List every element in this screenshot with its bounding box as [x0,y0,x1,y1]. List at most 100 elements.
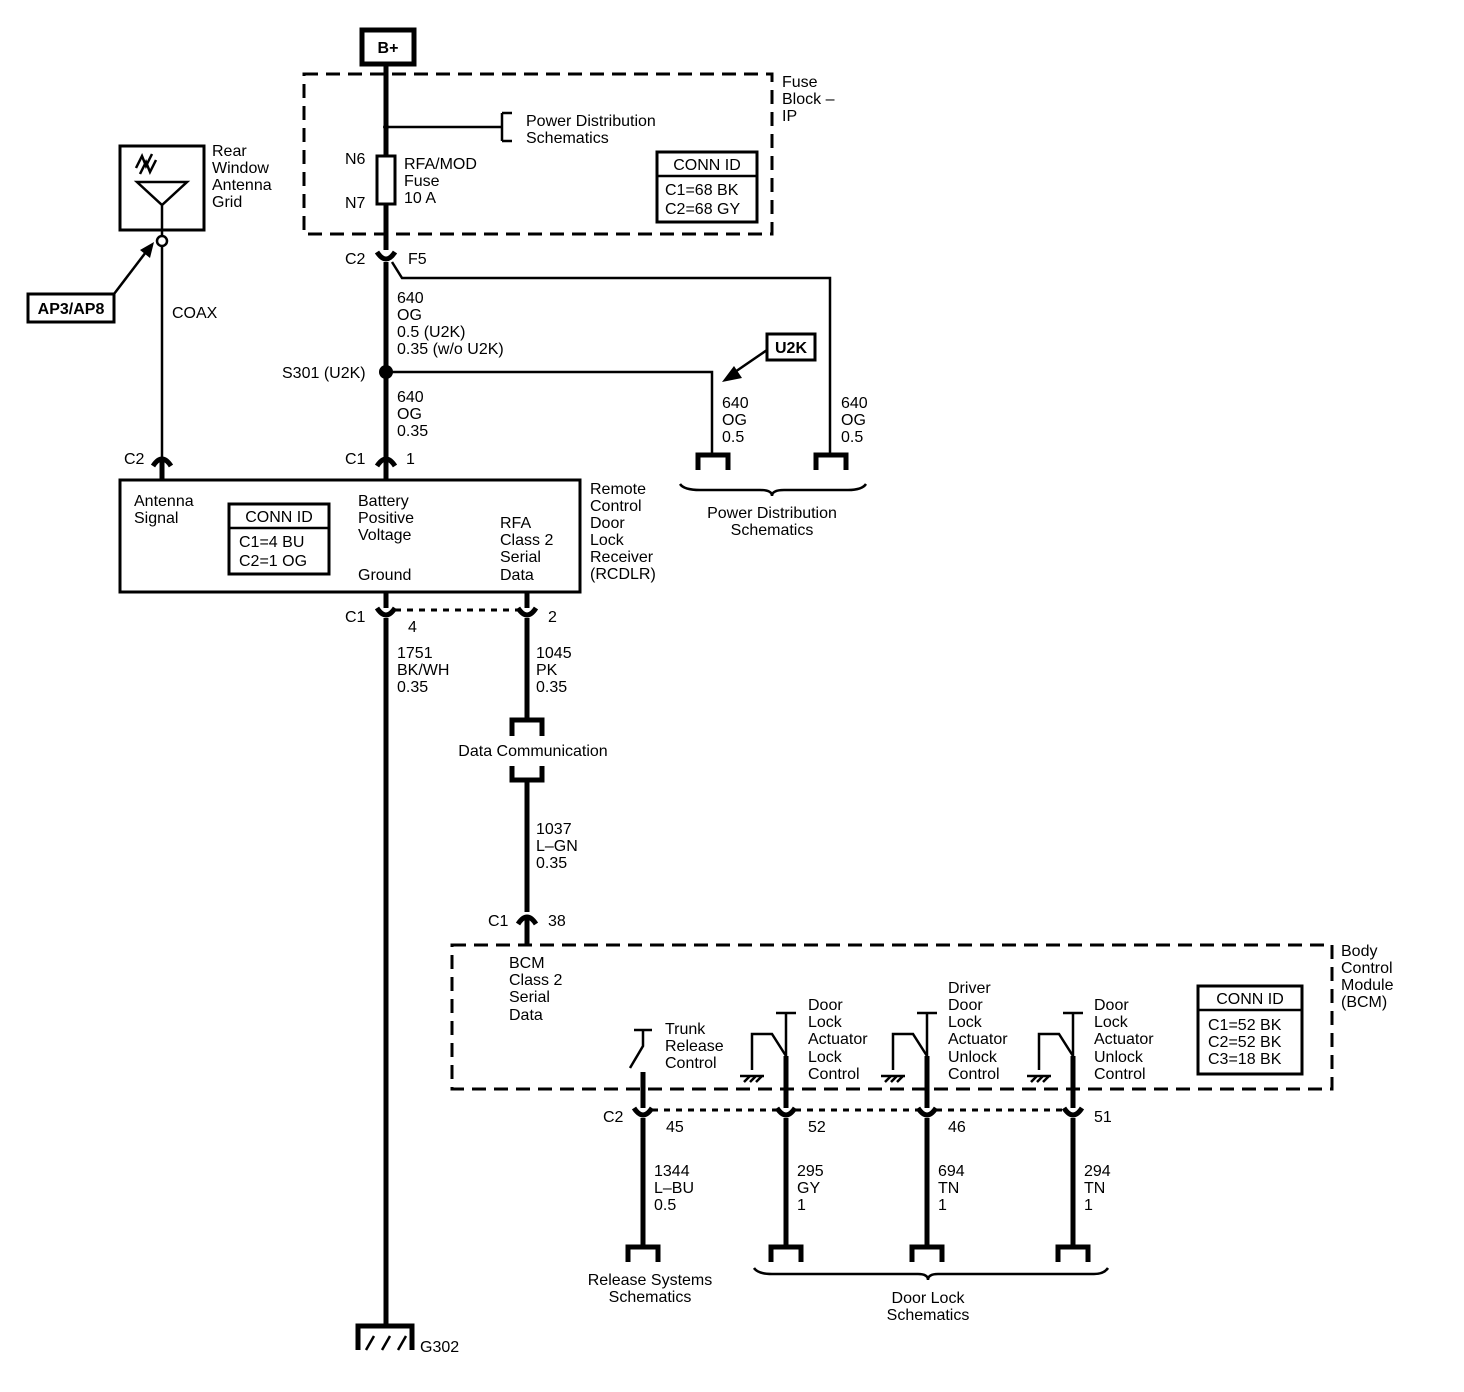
bcm-pin-51: 51 [1094,1109,1112,1126]
svg-text:Antenna: Antenna [134,493,194,510]
wire-1045-label: 1045 PK 0.35 [536,645,572,696]
rcdlr-pin-4: 4 [408,619,417,636]
data-communication-label: Data Communication [458,743,607,760]
bcm-outline [450,943,1334,1091]
rcdlr-label: Remote Control Door Lock Receiver (RCDLR… [590,481,656,583]
wire-640-right-label: 640 OG 0.5 [841,395,868,446]
svg-text:295: 295 [797,1163,824,1180]
svg-text:C2=52 BK: C2=52 BK [1208,1034,1282,1051]
trunk-release-label: Trunk Release Control [665,1021,724,1072]
svg-text:OG: OG [722,412,747,429]
svg-text:Driver: Driver [948,980,991,997]
rcdlr-antenna-signal: Antenna Signal [134,493,194,527]
svg-text:Door Lock: Door Lock [892,1290,966,1307]
svg-text:Control: Control [808,1066,860,1083]
svg-text:0.35: 0.35 [397,423,428,440]
rcdlr-ground: Ground [358,567,411,584]
svg-text:Class 2: Class 2 [509,972,562,989]
svg-text:Actuator: Actuator [948,1031,1008,1048]
svg-text:(BCM): (BCM) [1341,994,1387,1011]
rcdlr-c2-conn: C2 [124,451,145,468]
wire-295-label: 295 GY 1 [797,1163,824,1214]
svg-text:Class 2: Class 2 [500,532,553,549]
svg-text:BK/WH: BK/WH [397,662,449,679]
svg-text:Unlock: Unlock [1094,1049,1144,1066]
fuse-label: RFA/MOD Fuse 10 A [404,156,477,207]
bcm-label: Body Control Module (BCM) [1341,943,1394,1011]
rcdlr-battery-positive: Battery Positive Voltage [358,493,414,544]
svg-text:Door: Door [948,997,983,1014]
svg-text:0.5 (U2K): 0.5 (U2K) [397,324,465,341]
svg-text:0.35 (w/o U2K): 0.35 (w/o U2K) [397,341,504,358]
svg-text:0.5: 0.5 [654,1197,676,1214]
svg-text:CONN ID: CONN ID [673,157,741,174]
svg-text:10 A: 10 A [404,190,436,207]
wire-640-u2k-label: 640 OG 0.5 [722,395,749,446]
svg-text:640: 640 [841,395,868,412]
svg-text:0.35: 0.35 [536,855,567,872]
svg-text:Power Distribution: Power Distribution [526,113,656,130]
svg-text:L–GN: L–GN [536,838,578,855]
svg-text:CONN ID: CONN ID [245,509,313,526]
svg-text:Body: Body [1341,943,1377,960]
svg-text:Door: Door [808,997,843,1014]
svg-text:Release Systems: Release Systems [588,1272,713,1289]
terminal-u2k [695,452,731,470]
wire-1037-label: 1037 L–GN 0.35 [536,821,578,872]
svg-text:Schematics: Schematics [609,1289,692,1306]
svg-text:Trunk: Trunk [665,1021,706,1038]
wire-640-lower-label: 640 OG 0.35 [397,389,428,440]
terminal-release [625,1244,661,1262]
pin-n6: N6 [345,151,366,168]
svg-text:Door: Door [1094,997,1129,1014]
rcdlr-box [118,478,582,594]
svg-text:Module: Module [1341,977,1394,994]
svg-text:Data: Data [500,567,534,584]
svg-text:CONN ID: CONN ID [1216,991,1284,1008]
svg-text:Release: Release [665,1038,724,1055]
trunk-release-switch [628,1028,652,1108]
svg-text:Fuse: Fuse [404,173,440,190]
battery-terminal: B+ [359,27,417,67]
svg-text:Rear: Rear [212,143,247,160]
svg-text:Signal: Signal [134,510,178,527]
svg-text:Lock: Lock [948,1014,983,1031]
svg-text:U2K: U2K [775,340,807,357]
svg-text:Window: Window [212,160,269,177]
fuse-out-pin: F5 [408,251,427,268]
svg-text:AP3/AP8: AP3/AP8 [38,301,105,318]
wire-1344-label: 1344 L–BU 0.5 [654,1163,694,1214]
svg-text:0.5: 0.5 [722,429,744,446]
rcdlr-rfa: RFA Class 2 Serial Data [500,515,553,584]
svg-text:Control: Control [948,1066,1000,1083]
fuse-block-label: Fuse Block – IP [782,74,835,125]
antenna-grid [118,144,206,248]
svg-text:TN: TN [938,1180,959,1197]
ap-arrow [140,242,154,258]
svg-text:Voltage: Voltage [358,527,411,544]
svg-text:BCM: BCM [509,955,545,972]
bcm-pin-52: 52 [808,1119,826,1136]
bcm-c2-conn: C2 [603,1109,624,1126]
svg-text:640: 640 [397,290,424,307]
door-unlock-label: Door Lock Actuator Unlock Control [1094,997,1154,1083]
svg-text:Lock: Lock [808,1014,843,1031]
svg-text:1: 1 [1084,1197,1093,1214]
svg-text:0.35: 0.35 [397,679,428,696]
ap-badge: AP3/AP8 [26,292,116,324]
rcdlr-c1-conn: C1 [345,451,366,468]
svg-text:RFA: RFA [500,515,531,532]
svg-text:GY: GY [797,1180,820,1197]
terminal-door-lock [768,1244,804,1262]
ground-label: G302 [420,1339,459,1356]
power-distribution-ref-top: Power Distribution Schematics [526,113,656,147]
svg-text:1: 1 [938,1197,947,1214]
svg-text:Control: Control [1341,960,1393,977]
bcm-class2-label: BCM Class 2 Serial Data [509,955,562,1024]
bcm-pin-46: 46 [948,1119,966,1136]
svg-text:(RCDLR): (RCDLR) [590,566,656,583]
svg-text:Lock: Lock [590,532,625,549]
svg-text:PK: PK [536,662,558,679]
u2k-badge: U2K [765,332,817,362]
svg-text:RFA/MOD: RFA/MOD [404,156,477,173]
